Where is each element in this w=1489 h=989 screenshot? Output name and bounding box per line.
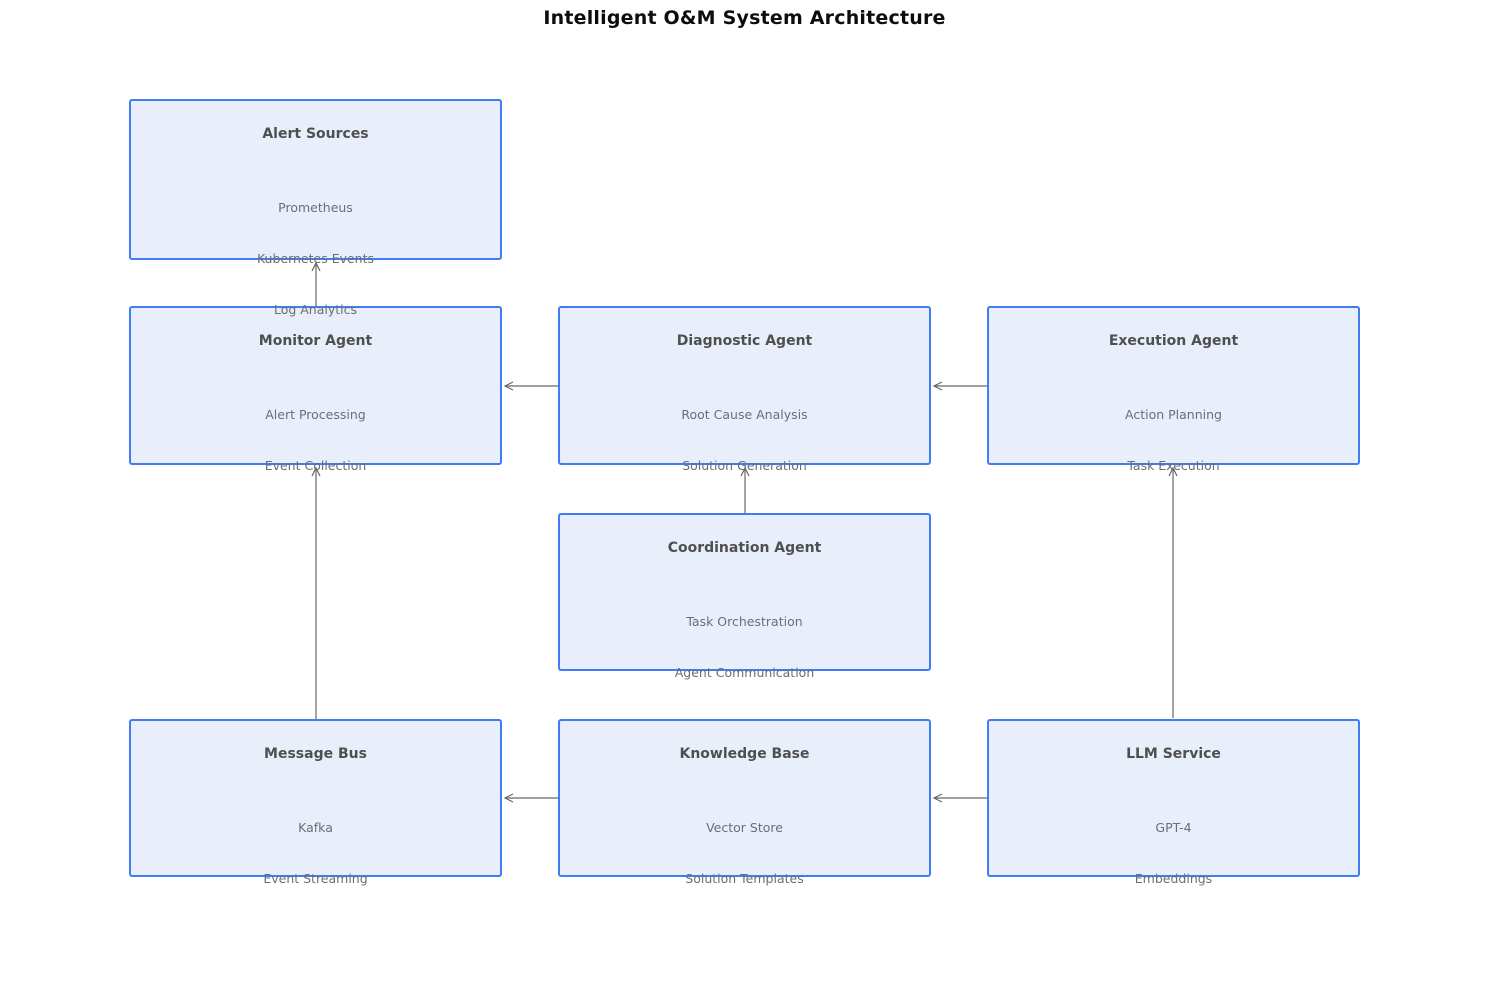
execution-agent-title: Execution Agent — [1108, 333, 1239, 349]
diagnostic-agent-item-1: Solution Generation — [682, 458, 807, 473]
knowledge-base-title: Knowledge Base — [679, 746, 810, 762]
knowledge-base-item-1: Solution Templates — [685, 871, 804, 886]
alert-sources-item-1: Kubernetes Events — [256, 251, 375, 266]
alert-sources-title: Alert Sources — [262, 126, 369, 142]
llm-service-item-1: Embeddings — [1134, 871, 1213, 886]
page-title: Intelligent O&M System Architecture — [543, 7, 946, 29]
alert-sources-item-0: Prometheus — [278, 200, 353, 215]
message-bus-title: Message Bus — [264, 746, 367, 762]
coordination-agent-title: Coordination Agent — [667, 540, 822, 556]
monitor-agent-item-0: Alert Processing — [265, 407, 366, 422]
knowledge-base-item-0: Vector Store — [706, 820, 783, 835]
message-bus-item-0: Kafka — [298, 820, 333, 835]
message-bus-item-1: Event Streaming — [263, 871, 368, 886]
diagnostic-agent-title: Diagnostic Agent — [676, 333, 813, 349]
execution-agent-item-1: Task Execution — [1127, 458, 1220, 473]
diagnostic-agent-item-0: Root Cause Analysis — [681, 407, 808, 422]
llm-service-item-0: GPT-4 — [1155, 820, 1192, 835]
coordination-agent-item-0: Task Orchestration — [686, 614, 803, 629]
coordination-agent-item-1: Agent Communication — [674, 665, 815, 680]
llm-service-title: LLM Service — [1126, 746, 1221, 762]
monitor-agent-title: Monitor Agent — [258, 333, 373, 349]
monitor-agent-item-1: Event Collection — [264, 458, 367, 473]
alert-sources-item-2: Log Analytics — [273, 302, 358, 317]
execution-agent-item-0: Action Planning — [1125, 407, 1222, 422]
